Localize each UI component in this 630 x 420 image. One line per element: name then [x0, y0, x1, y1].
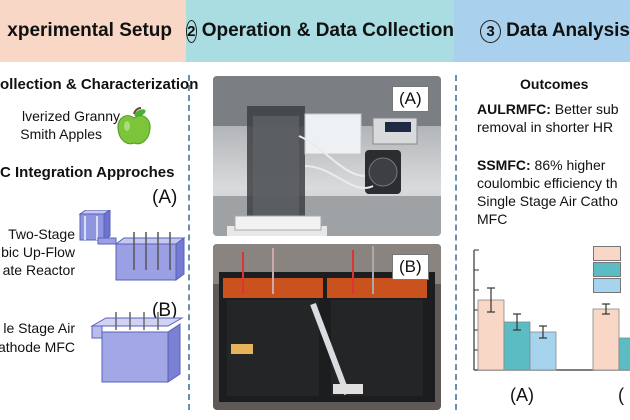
header-data-analysis: 3 Data Analysis [454, 0, 630, 62]
reactor-b-line2: athode MFC [0, 339, 75, 355]
photo-a-label: (A) [392, 86, 429, 112]
outcome-1-line1: AULRMFC: Better sub [477, 101, 619, 117]
outcome-2-line2: coulombic efficiency th [477, 175, 618, 191]
reactor-b-diagram [90, 312, 184, 383]
photo-b-label: (B) [392, 254, 429, 280]
outcome-1-line2: removal in shorter HR [477, 119, 614, 135]
bar [592, 308, 620, 371]
label-a: (A) [152, 187, 178, 208]
outcomes-title: Outcomes [520, 76, 589, 92]
divider-right [455, 75, 457, 410]
header-2-title: Operation & Data Collection [201, 20, 454, 41]
reactor-a-line2: bic Up-Flow [1, 244, 75, 260]
section-integration-title: C Integration Approches [0, 164, 175, 181]
reactor-a-line3: ate Reactor [2, 262, 75, 278]
divider-left [188, 75, 190, 410]
reactor-a-diagram [78, 210, 186, 281]
legend-swatch-2 [593, 262, 621, 277]
outcome-1-label: AULRMFC: [477, 101, 551, 117]
header-3-title: Data Analysis [506, 20, 630, 41]
outcome-2-text: 86% higher [530, 157, 606, 173]
outcome-2-line3: Single Stage Air Catho [477, 193, 618, 209]
step-3-circle: 3 [480, 19, 502, 43]
legend-swatch-1 [593, 246, 621, 261]
apple-text-line1: lverized Granny [21, 108, 120, 124]
section-collection-title: ollection & Characterization [0, 76, 199, 93]
legend-swatch-3 [593, 278, 621, 293]
outcomes-bar-chart [473, 249, 630, 371]
photo-b-illustration [213, 244, 441, 402]
bar [618, 337, 630, 371]
reactor-b-line1: le Stage Air [3, 320, 75, 336]
outcome-2-line4: MFC [477, 211, 508, 227]
photo-b [213, 244, 441, 410]
outcome-2-label: SSMFC: [477, 157, 531, 173]
apple-icon [117, 107, 151, 145]
outcome-1-text: Better sub [550, 101, 619, 117]
chart-category-b: ( [618, 385, 624, 405]
chart-category-a: (A) [510, 385, 534, 405]
header-experimental-setup: xperimental Setup [0, 0, 186, 62]
header-1-title: xperimental Setup [7, 20, 172, 41]
apple-text-line2: Smith Apples [20, 126, 102, 142]
header-operation: 2 Operation & Data Collection [186, 0, 454, 62]
outcome-2-line1: SSMFC: 86% higher [477, 157, 605, 173]
step-2-circle: 2 [186, 19, 197, 43]
reactor-a-line1: Two-Stage [8, 226, 75, 242]
photo-a-illustration [213, 76, 441, 236]
